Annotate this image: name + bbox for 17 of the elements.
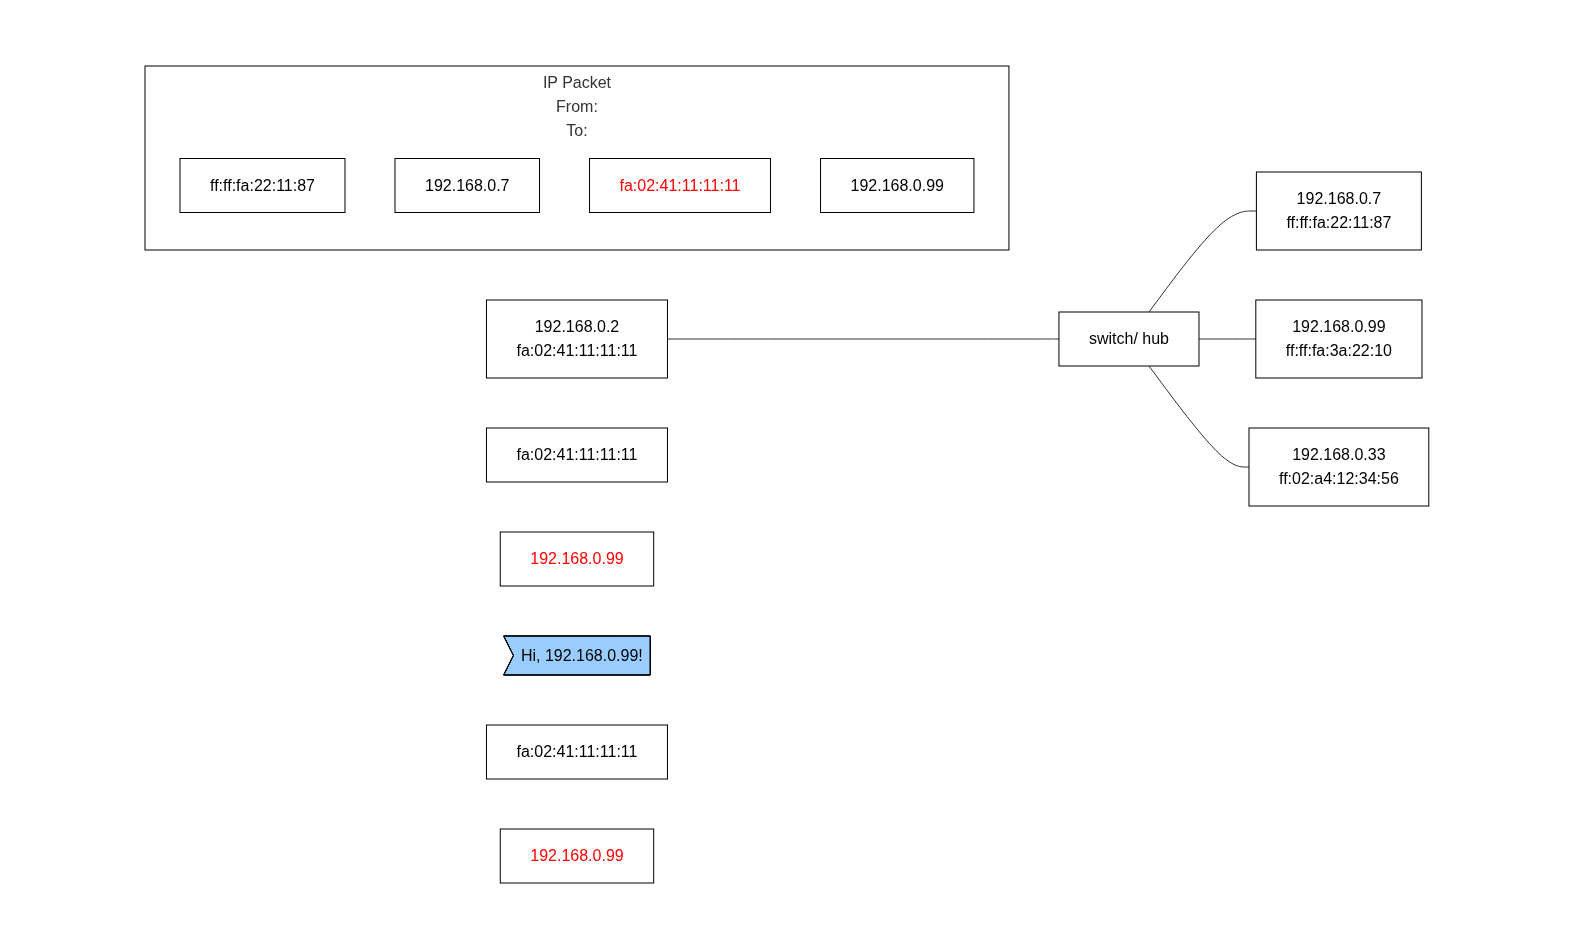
node-box: switch/ hub <box>1058 311 1200 366</box>
node-box: fa:02:41:11:11:11 <box>485 427 668 482</box>
node-box: 192.168.0.99 <box>819 157 975 213</box>
connector <box>1198 338 1256 339</box>
node-box: fa:02:41:11:11:11 <box>588 157 771 213</box>
node-box: 192.168.0.99 <box>499 828 654 883</box>
node-box: fa:02:41:11:11:11 <box>485 724 668 779</box>
node-box: 192.168.0.2 fa:02:41:11:11:11 <box>485 299 668 378</box>
node-box: 192.168.0.99 <box>499 531 654 586</box>
node-box: 192.168.0.7 <box>394 157 540 213</box>
node-box: 192.168.0.33 ff:02:a4:12:34:56 <box>1248 427 1429 506</box>
connector <box>666 338 1060 339</box>
node-box: 192.168.0.99 ff:ff:fa:3a:22:10 <box>1254 299 1423 378</box>
connector <box>1148 365 1250 467</box>
node-box: ff:ff:fa:22:11:87 <box>179 157 346 213</box>
connector <box>1148 210 1257 312</box>
node-box: 192.168.0.7 ff:ff:fa:22:11:87 <box>1255 171 1422 250</box>
